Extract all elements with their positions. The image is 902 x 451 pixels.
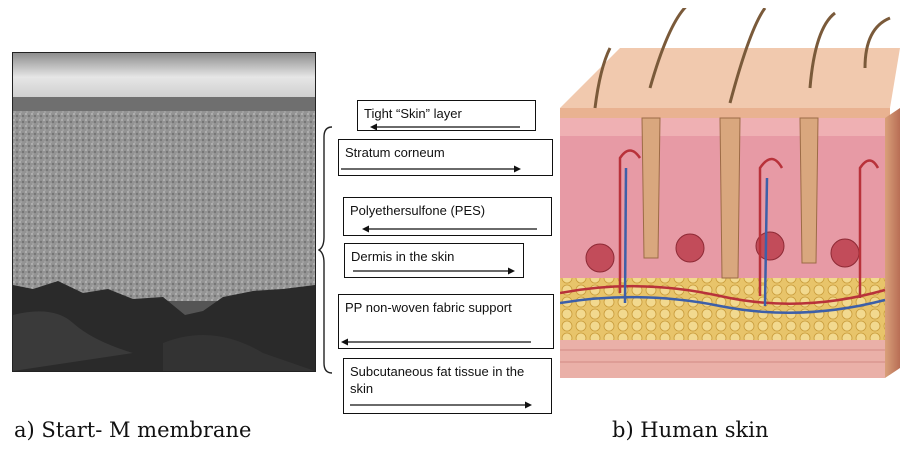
label-text: Polyethersulfone (PES) (350, 202, 545, 219)
left-arrow-icon (341, 338, 531, 346)
right-arrow-icon (353, 267, 515, 275)
label-text: Subcutaneous fat tissue in the skin (350, 363, 530, 397)
label-pp-support: PP non-woven fabric support (338, 294, 554, 349)
human-skin-illustration (560, 8, 900, 388)
left-arrow-icon (362, 225, 537, 233)
label-dermis: Dermis in the skin (344, 243, 524, 278)
brace-bracket (318, 125, 338, 375)
label-text: PP non-woven fabric support (345, 299, 515, 316)
label-subcutaneous-fat: Subcutaneous fat tissue in the skin (343, 358, 552, 414)
sem-image (13, 53, 315, 371)
label-polyethersulfone: Polyethersulfone (PES) (343, 197, 552, 236)
right-arrow-icon (341, 165, 521, 173)
caption-panel-a: a) Start- M membrane (14, 418, 251, 442)
label-text: Stratum corneum (345, 144, 546, 161)
left-arrow-icon (370, 123, 520, 131)
label-text: Dermis in the skin (351, 248, 517, 265)
label-text: Tight “Skin” layer (364, 105, 529, 122)
right-arrow-icon (350, 401, 532, 409)
sem-micrograph (12, 52, 316, 372)
caption-panel-b: b) Human skin (612, 418, 769, 442)
label-stratum-corneum: Stratum corneum (338, 139, 553, 176)
label-tight-skin-layer: Tight “Skin” layer (357, 100, 536, 131)
